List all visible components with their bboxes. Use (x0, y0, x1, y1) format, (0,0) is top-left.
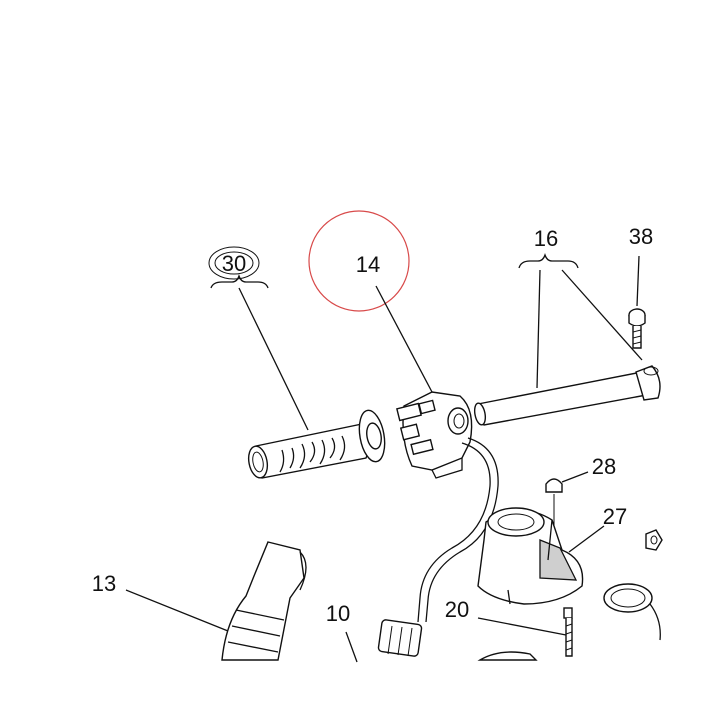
callout-14-leader (375, 285, 433, 393)
callout-38-label: 38 (629, 224, 653, 249)
callout-10[interactable]: 10 (326, 601, 358, 663)
bracket-13 (221, 541, 307, 661)
callout-16[interactable]: 16 (518, 226, 643, 389)
callout-13-label: 13 (92, 571, 116, 596)
callout-13[interactable]: 13 (92, 571, 229, 632)
switch-housing-14 (396, 391, 473, 479)
callout-30-leader (238, 287, 309, 431)
callout-16-brace (518, 252, 579, 269)
callout-30-brace (210, 273, 269, 289)
grip-washer (358, 409, 386, 463)
wiring-harness (377, 437, 499, 657)
callout-30-label: 30 (222, 251, 246, 276)
callout-16-leader-b (561, 269, 643, 361)
bolt-38 (628, 308, 646, 349)
callout-20-leader (477, 617, 567, 636)
callout-27[interactable]: 27 (568, 504, 627, 553)
callout-30-ring (208, 246, 260, 280)
callout-30-inner-ring (214, 251, 254, 275)
callout-13-leader (125, 589, 229, 632)
grip-30 (247, 423, 370, 479)
callout-14-label: 14 (356, 252, 380, 277)
callout-38-leader (636, 255, 640, 307)
callout-16-label: 16 (534, 226, 558, 251)
callout-14[interactable]: 14 (308, 210, 433, 393)
partial-bottom-part (477, 651, 538, 661)
housing-27 (477, 507, 584, 605)
handlebar-tube (473, 365, 661, 426)
screw-20 (563, 607, 573, 657)
callout-10-label: 10 (326, 601, 350, 626)
o-ring-right (603, 583, 661, 641)
callout-14-highlight-circle (308, 210, 410, 312)
callout-27-label: 27 (603, 504, 627, 529)
callout-27-leader (568, 525, 605, 553)
callout-38[interactable]: 38 (629, 224, 653, 307)
callout-20-label: 20 (445, 597, 469, 622)
callout-20[interactable]: 20 (445, 597, 567, 636)
callout-28[interactable]: 28 (561, 454, 616, 483)
callout-10-leader (345, 631, 358, 663)
callout-28-label: 28 (592, 454, 616, 479)
callout-30[interactable]: 30 (208, 246, 309, 431)
callout-16-leader-a (536, 269, 541, 389)
cap-28 (545, 478, 563, 548)
nut-right (645, 529, 663, 551)
callout-28-leader (561, 471, 589, 483)
